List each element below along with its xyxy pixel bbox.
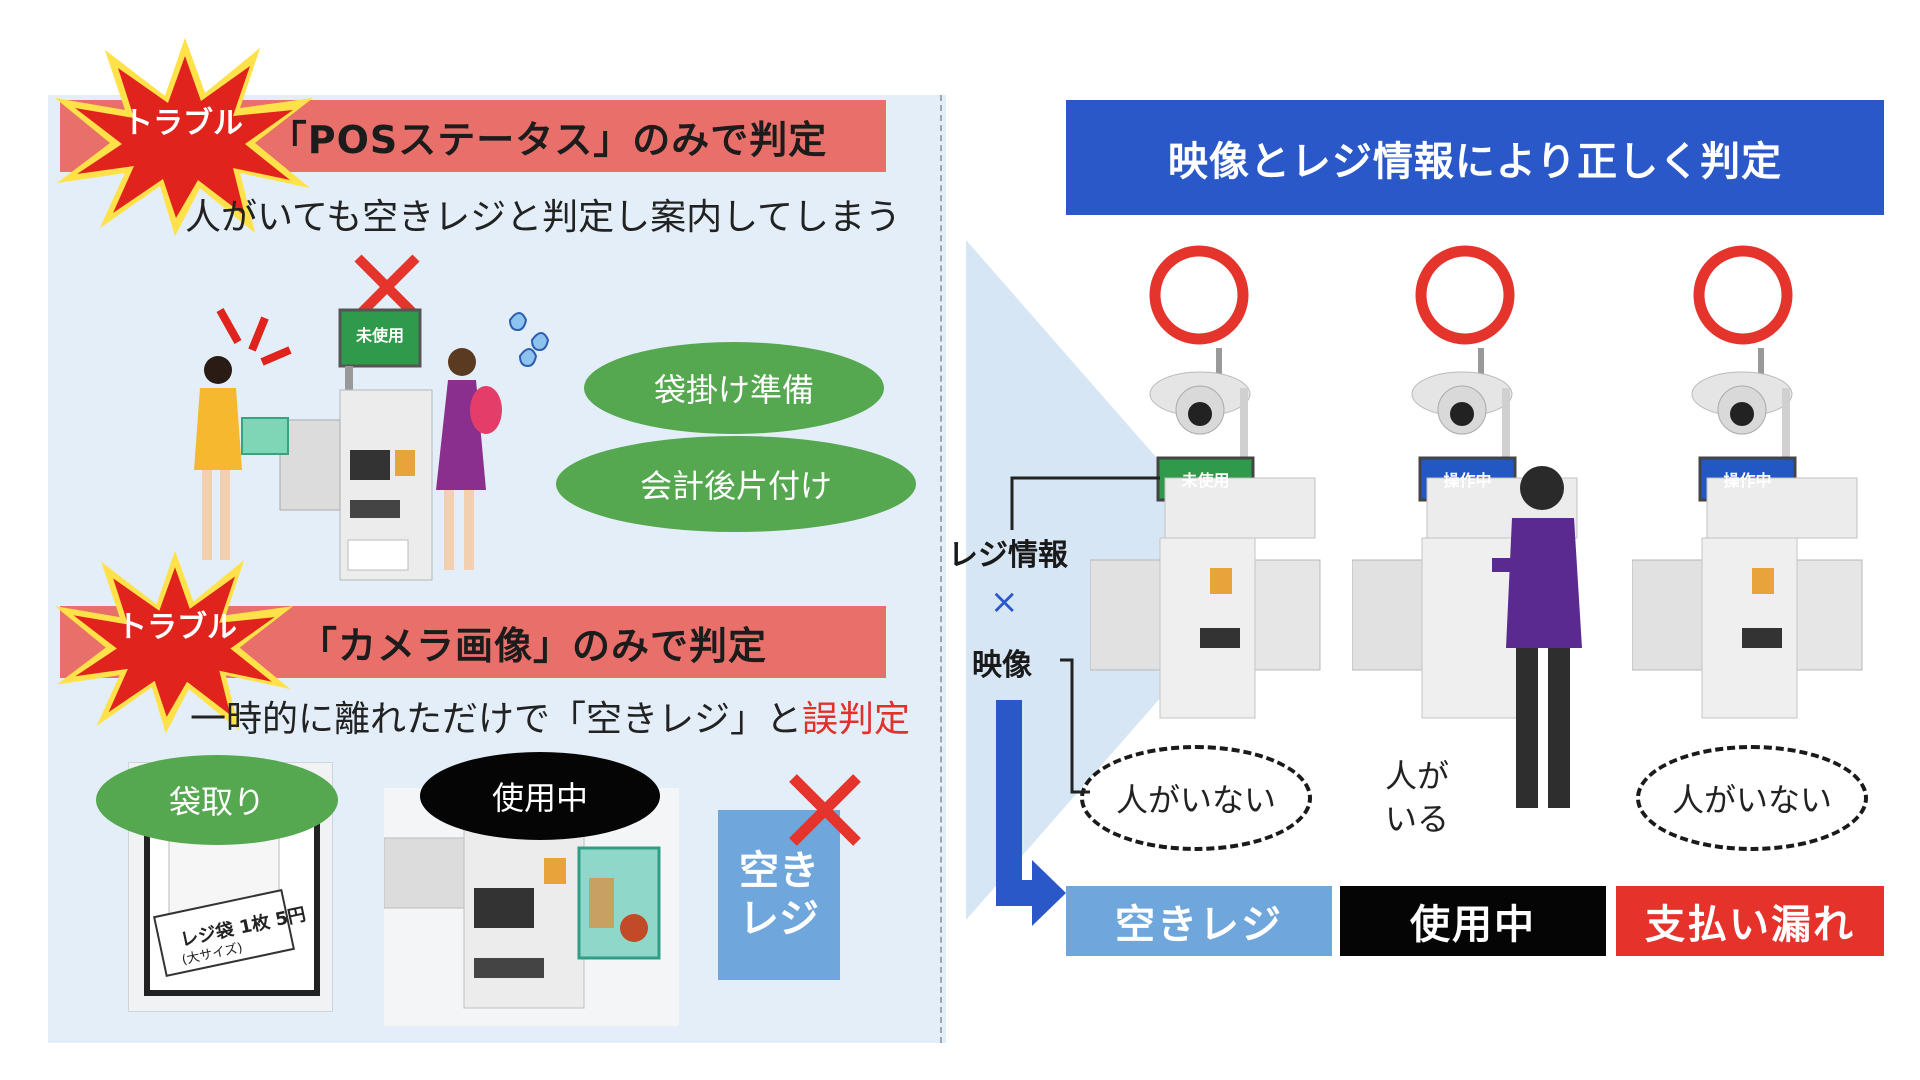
kiosk-screen-label-3: 操作中 bbox=[1723, 471, 1772, 490]
label-times: × bbox=[990, 582, 1019, 622]
panel-divider bbox=[940, 95, 942, 1043]
trouble-burst-text-bottom: トラブル bbox=[117, 610, 237, 645]
label-video: 映像 bbox=[972, 648, 1032, 683]
ok-circle-icon bbox=[1693, 245, 1793, 345]
status-empty-register: 空きレジ bbox=[1066, 886, 1332, 956]
red-x-icon bbox=[354, 254, 420, 320]
pill-after-payment-cleanup: 会計後片付け bbox=[556, 436, 916, 532]
status-payment-missed: 支払い漏れ bbox=[1616, 886, 1884, 956]
kiosk-scene-illustration bbox=[194, 308, 550, 581]
pill-bag-prep: 袋掛け準備 bbox=[584, 342, 884, 434]
kiosk-camera-illustration-3 bbox=[1632, 348, 1863, 719]
person-status-ellipse-3: 人がいない bbox=[1636, 745, 1868, 851]
ok-circle-icon bbox=[1149, 245, 1249, 345]
empty-register-line2: レジ bbox=[739, 896, 819, 942]
pill-in-use: 使用中 bbox=[420, 752, 660, 840]
kiosk-camera-illustration-1 bbox=[1090, 348, 1321, 719]
pos-status-title: 「POSステータス」のみで判定 bbox=[268, 117, 828, 162]
pill-bag-taking: 袋取り bbox=[96, 755, 338, 845]
person-present-text: 人が いる bbox=[1385, 755, 1449, 841]
kiosk-screen-label-top: 未使用 bbox=[355, 326, 404, 345]
person-status-ellipse-1: 人がいない bbox=[1080, 745, 1312, 851]
misjudgment-text: 誤判定 bbox=[802, 699, 911, 740]
kiosk-screen-label-1: 未使用 bbox=[1181, 471, 1230, 490]
camera-image-title: 「カメラ画像」のみで判定 bbox=[298, 623, 767, 668]
connector-lines bbox=[1010, 476, 1160, 794]
person-present-line2: いる bbox=[1385, 800, 1450, 839]
camera-image-subtitle: 一時的に離れただけで「空きレジ」と誤判定 bbox=[190, 690, 910, 742]
trouble-burst-bottom-icon bbox=[55, 550, 294, 734]
trouble-burst-text-top: トラブル bbox=[123, 106, 243, 141]
camera-subtitle-prefix: 一時的に離れただけで「空きレジ」と bbox=[190, 699, 803, 740]
empty-register-box: 空き レジ bbox=[718, 810, 840, 980]
empty-register-line1: 空き bbox=[739, 848, 819, 894]
pos-status-subtitle: 人がいても空きレジと判定し案内してしまう bbox=[185, 197, 902, 238]
kiosk-screen-label-2: 操作中 bbox=[1443, 471, 1492, 490]
right-title: 映像とレジ情報により正しく判定 bbox=[1066, 100, 1884, 215]
blue-arrow-icon bbox=[996, 700, 1066, 926]
red-x-bottom-icon bbox=[789, 774, 861, 846]
person-present-line1: 人が bbox=[1385, 757, 1450, 795]
status-in-use: 使用中 bbox=[1340, 886, 1606, 956]
trouble-burst-overlay-icon bbox=[55, 38, 313, 236]
kiosk-camera-illustration-2 bbox=[1352, 348, 1582, 808]
ok-circle-icon bbox=[1415, 245, 1515, 345]
label-register-info: レジ情報 bbox=[948, 538, 1068, 573]
